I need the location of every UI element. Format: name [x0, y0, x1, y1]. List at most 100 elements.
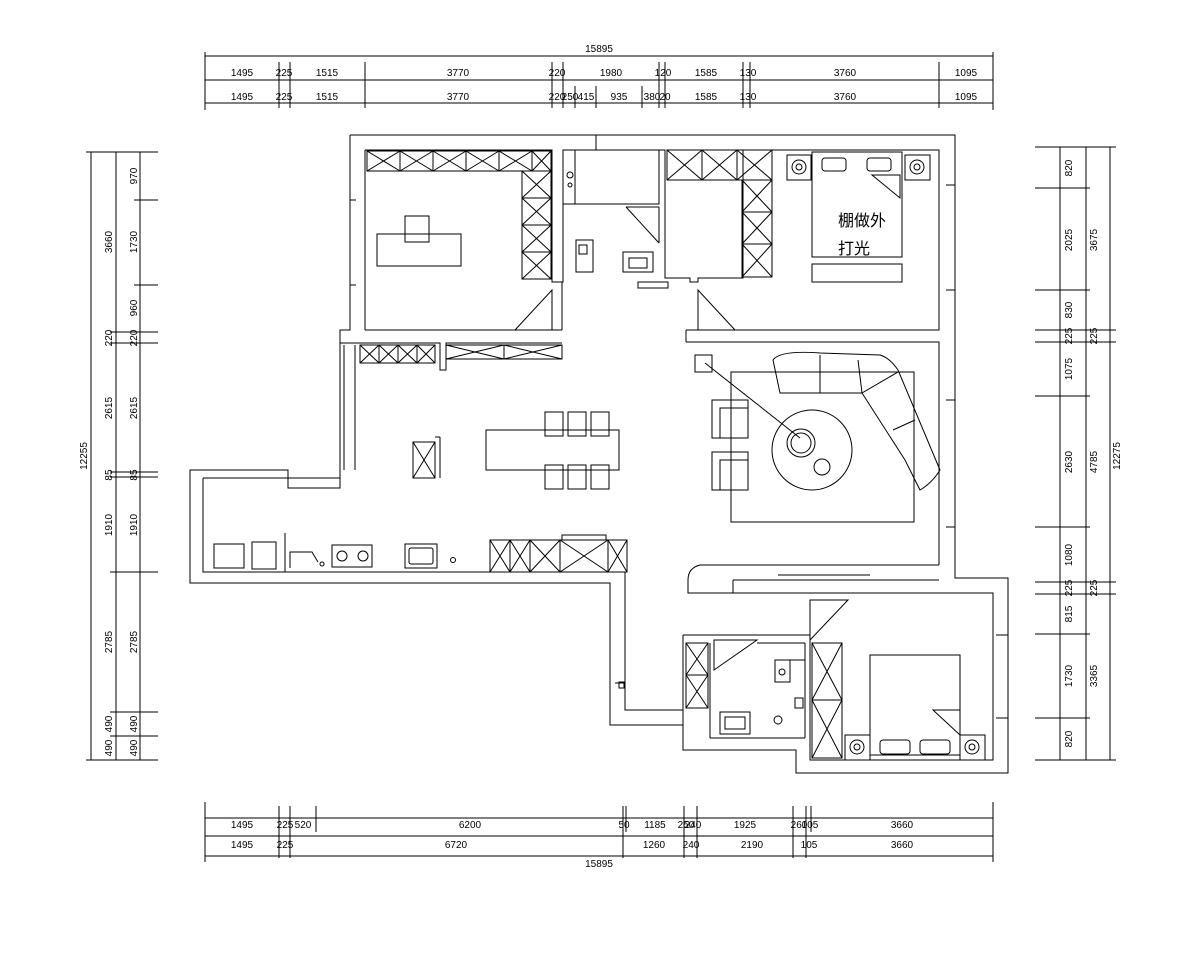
walls	[189, 134, 1009, 774]
bottom-dim-7: 250	[678, 820, 695, 831]
right-dim2-8: 225	[1064, 579, 1075, 596]
wardrobe-lower-bath	[685, 642, 709, 709]
bottom-dimension-labels: 1495 225 520 6200 50 1185 250 240 1925 2…	[231, 820, 914, 870]
bottom-dim2-3: 6720	[445, 840, 468, 851]
top-dim-10: 3760	[834, 68, 857, 79]
left-dim-3: 2615	[104, 396, 115, 419]
left-dim2-7: 1910	[129, 513, 140, 536]
bathroom-top	[562, 149, 669, 289]
kitchen	[213, 533, 456, 572]
top-dim2-10: 20	[659, 92, 671, 103]
right-dim2-9: 815	[1064, 605, 1075, 622]
top-dim-6: 1980	[600, 68, 623, 79]
right-dim2-3: 830	[1064, 301, 1075, 318]
left-dim2-10: 490	[129, 739, 140, 756]
study-desk	[376, 215, 462, 267]
left-dimension-labels: 12255 3660 220 2615 85 1910 2785 490 490…	[79, 167, 140, 756]
top-dim2-4: 3770	[447, 92, 470, 103]
bottom-dim-6: 1185	[644, 820, 666, 831]
top-dim-11: 1095	[955, 68, 978, 79]
wardrobe-lower-bedroom	[811, 642, 843, 759]
bottom-dim-11: 105	[802, 820, 819, 831]
top-dim2-3: 1515	[316, 92, 339, 103]
top-dim2-13: 3760	[834, 92, 857, 103]
bedroom-annotation: 棚做外 打光	[838, 212, 886, 258]
left-dim2-4: 220	[129, 329, 140, 346]
bathroom-lower	[719, 659, 805, 735]
right-dim-1: 3675	[1089, 228, 1100, 251]
annotation-line-2: 打光	[838, 240, 870, 258]
bottom-dim2-1: 1495	[231, 840, 254, 851]
left-dim-6: 2785	[104, 630, 115, 653]
kitchen-cabinets-x	[489, 534, 628, 573]
right-dim2-5: 1075	[1064, 357, 1075, 380]
right-dim-3: 4785	[1089, 450, 1100, 473]
cabinet-hall-small	[412, 436, 441, 479]
bottom-dim2-7: 105	[801, 840, 818, 851]
bottom-dim-12: 3660	[891, 820, 914, 831]
right-dimension-labels: 12275 3675 225 4785 225 3365 820 2025 83…	[1064, 159, 1123, 747]
top-dim-3: 1515	[316, 68, 339, 79]
bottom-dimension-lines	[204, 802, 994, 862]
bottom-dim-3: 520	[295, 820, 312, 831]
top-dim2-9: 380	[644, 92, 661, 103]
right-dim2-2: 2025	[1064, 228, 1075, 251]
top-dim-2: 225	[276, 68, 293, 79]
bottom-dim2-5: 240	[683, 840, 700, 851]
left-dim-4: 85	[104, 469, 115, 481]
bottom-dim-1: 1495	[231, 820, 254, 831]
right-dim2-10: 1730	[1064, 664, 1075, 687]
top-dim2-6: 250	[562, 92, 579, 103]
wardrobe-study-side	[521, 170, 552, 280]
top-dim2-5: 220	[549, 92, 566, 103]
bottom-dim-4: 6200	[459, 820, 482, 831]
living-room	[694, 351, 941, 523]
bottom-dim-8: 240	[685, 820, 702, 831]
bottom-dim2-6: 2190	[741, 840, 764, 851]
bottom-dim2-4: 1260	[643, 840, 666, 851]
top-dim2-1: 1495	[231, 92, 254, 103]
left-total: 12255	[79, 442, 90, 470]
left-dim-5: 1910	[104, 513, 115, 536]
top-dim-4: 3770	[447, 68, 470, 79]
left-dim-2: 220	[104, 329, 115, 346]
right-dim-5: 3365	[1089, 664, 1100, 687]
left-dim2-2: 1730	[129, 230, 140, 253]
right-dimension-lines	[1035, 146, 1116, 761]
left-dim-1: 3660	[104, 230, 115, 253]
right-dim-4: 225	[1089, 579, 1100, 596]
top-dim2-14: 1095	[955, 92, 978, 103]
right-dim2-7: 1080	[1064, 543, 1075, 566]
right-dim2-11: 820	[1064, 730, 1075, 747]
top-dim2-2: 225	[276, 92, 293, 103]
bedroom-lower	[844, 654, 986, 761]
bottom-dim-2: 225	[277, 820, 294, 831]
top-dim-9: 130	[740, 68, 757, 79]
bedroom-top	[786, 151, 931, 283]
top-dim-8: 1585	[695, 68, 718, 79]
left-dim2-6: 85	[129, 469, 140, 481]
left-dim2-3: 960	[129, 299, 140, 316]
top-dimension-labels: 15895 1495 225 1515 3770 220 1980 120 15…	[231, 44, 978, 103]
wardrobe-hall-left	[359, 344, 563, 364]
right-total: 12275	[1112, 442, 1123, 470]
left-dim2-5: 2615	[129, 396, 140, 419]
left-dim2-8: 2785	[129, 630, 140, 653]
left-dim-8: 490	[104, 739, 115, 756]
bottom-dim-5: 50	[618, 820, 630, 831]
wardrobe-bedroom-top	[666, 149, 773, 278]
top-dim-7: 120	[655, 68, 672, 79]
top-dim2-11: 1585	[695, 92, 718, 103]
bottom-dim-9: 1925	[734, 820, 757, 831]
bottom-dim-10: 260	[791, 820, 808, 831]
left-dim2-1: 970	[129, 167, 140, 184]
bottom-total: 15895	[585, 859, 613, 870]
bottom-dim2-8: 3660	[891, 840, 914, 851]
top-dim2-8: 935	[611, 92, 628, 103]
top-total: 15895	[585, 44, 613, 55]
bottom-dim2-2: 225	[277, 840, 294, 851]
right-dim2-4: 225	[1064, 327, 1075, 344]
left-dimension-lines	[86, 151, 158, 761]
top-dim2-12: 130	[740, 92, 757, 103]
